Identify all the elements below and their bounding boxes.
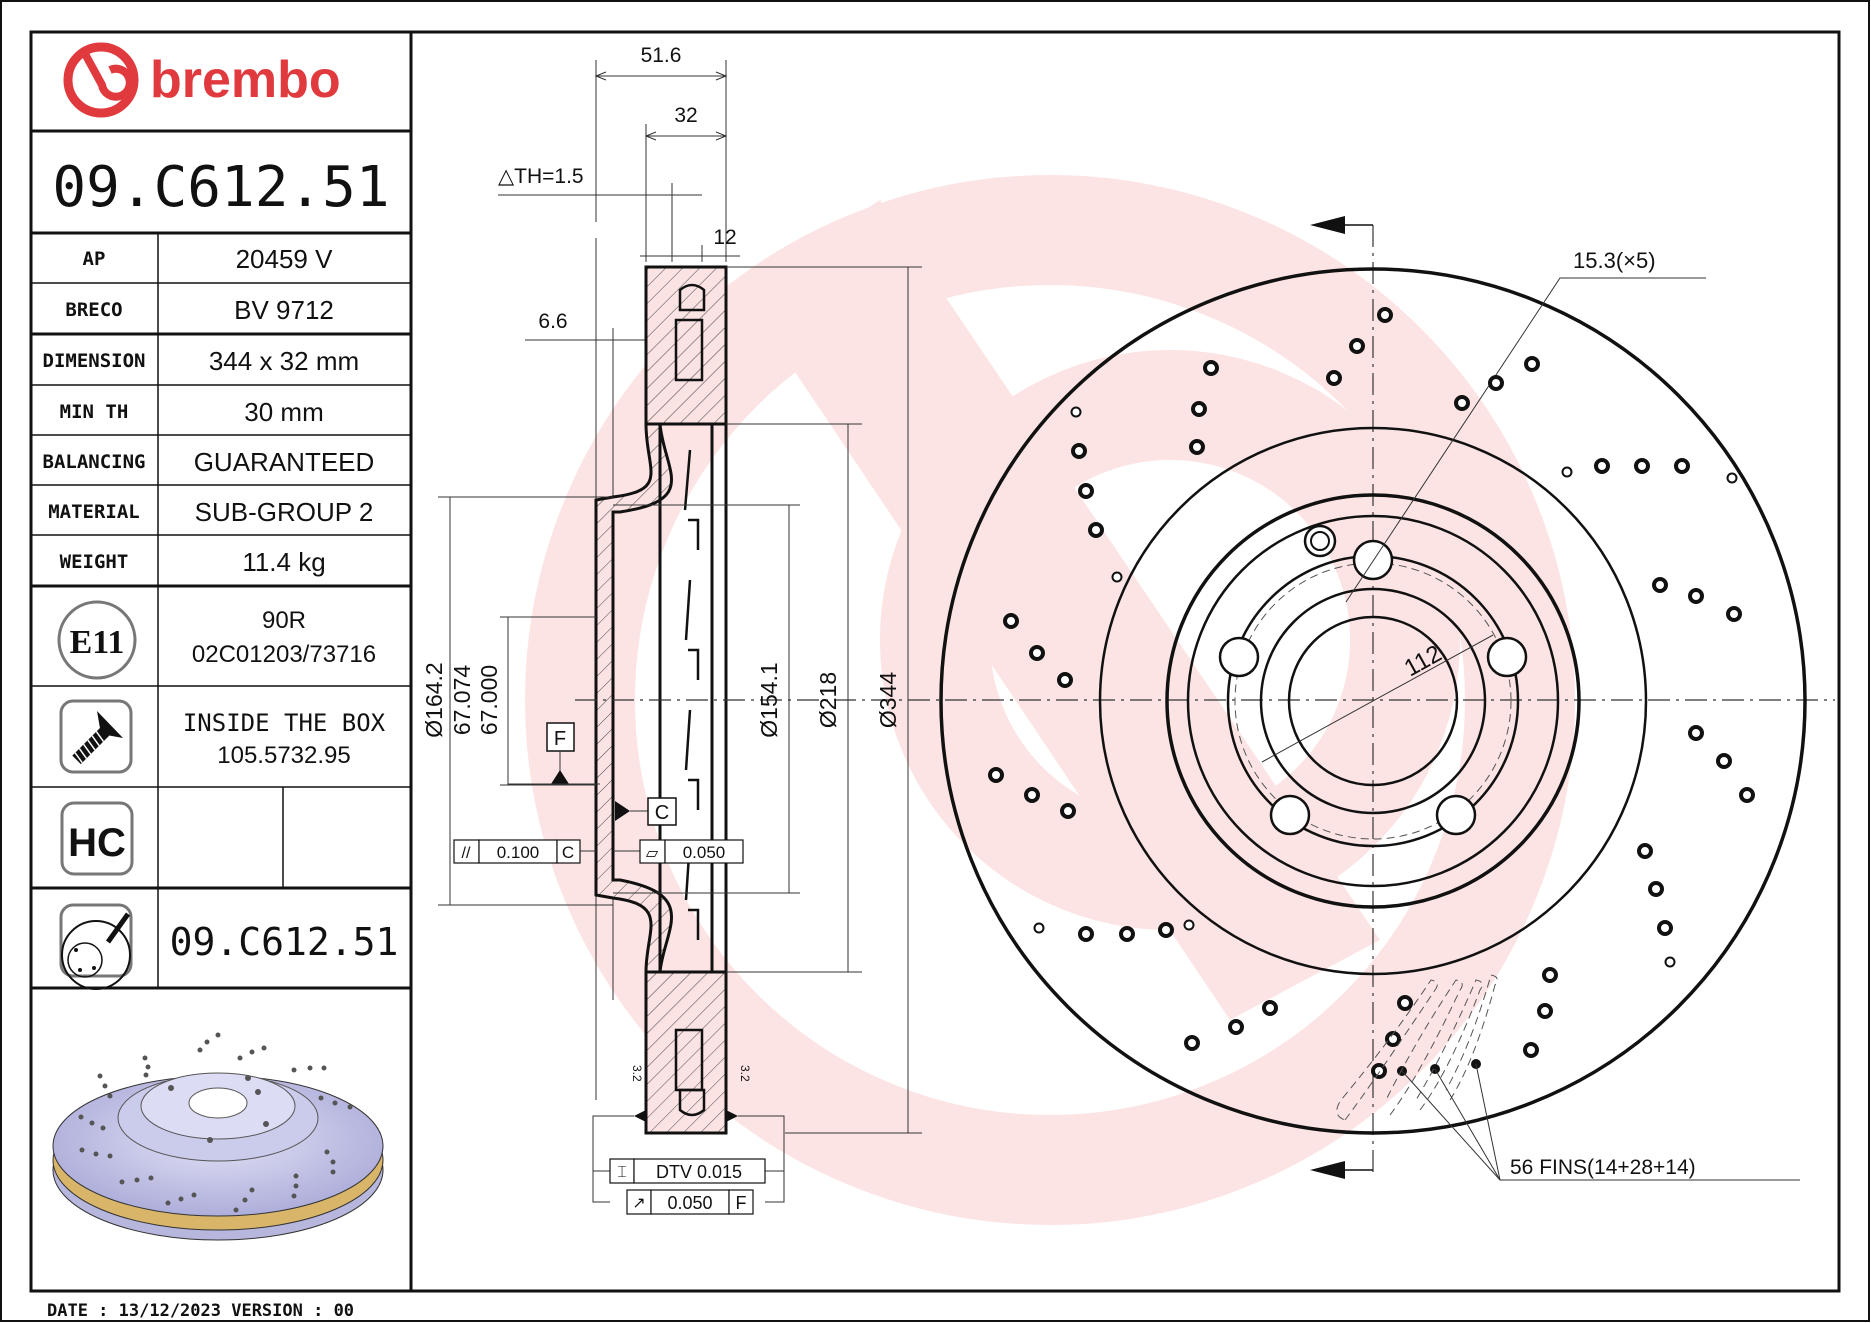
dim-diameter-218: Ø218: [815, 672, 841, 728]
dtv-tolerance-frame: ⌶ DTV 0.015: [609, 1158, 766, 1184]
spec-label-dimension: DIMENSION: [43, 350, 146, 372]
roughness-left: 3.2: [630, 1065, 644, 1082]
hidden-fins: [1336, 974, 1498, 1121]
svg-text:▱: ▱: [646, 845, 659, 862]
svg-text:F: F: [736, 1193, 747, 1213]
spec-values: 20459 V BV 9712 344 x 32 mm 30 mm GUARAN…: [194, 244, 375, 577]
front-view-disc: 112 15.3(×5): [939, 216, 1807, 1181]
dim-bore-lower: 67.000: [476, 665, 502, 735]
dim-vane-width: 12: [713, 226, 736, 249]
dim-delta-th: △TH=1.5: [498, 165, 584, 188]
svg-text://: //: [462, 845, 471, 862]
spec-label-breco: BRECO: [65, 299, 122, 321]
screws-note: INSIDE THE BOX: [183, 709, 386, 737]
svg-text:HC: HC: [68, 821, 126, 865]
spec-value-min-th: 30 mm: [244, 397, 323, 427]
bolt-hole-note: 15.3(×5): [1573, 248, 1656, 273]
dim-bore-upper: 67.074: [449, 665, 475, 736]
spec-label-ap: AP: [83, 248, 106, 270]
spec-label-balancing: BALANCING: [43, 451, 146, 473]
svg-text:0.050: 0.050: [683, 843, 726, 862]
svg-text:E11: E11: [70, 624, 125, 661]
datum-c-label: C: [655, 802, 669, 824]
spec-value-ap: 20459 V: [236, 244, 334, 274]
title-block: [31, 32, 413, 1291]
e11-approval-icon: E11: [57, 600, 137, 680]
flatness-tolerance-frame: ▱ 0.050: [613, 839, 744, 864]
spec-label-material: MATERIAL: [48, 501, 140, 523]
runout-tolerance-frame: ↗ 0.050 F: [626, 1189, 754, 1215]
roughness-right: 3.2: [738, 1065, 752, 1082]
parallelism-tolerance-frame: // 0.100 C: [453, 839, 596, 864]
spec-value-dimension: 344 x 32 mm: [209, 346, 359, 376]
part-number: 09.C612.51: [52, 155, 389, 220]
spec-label-min-th: MIN TH: [60, 401, 129, 423]
spec-value-material: SUB-GROUP 2: [195, 497, 374, 527]
cross-drilled-holes: [988, 307, 1755, 1079]
disc-marking-value: 09.C612.51: [170, 920, 399, 964]
homologation-number: 02C01203/73716: [192, 641, 376, 668]
screw-icon: [59, 699, 133, 774]
spec-table: AP BRECO DIMENSION MIN TH BALANCING MATE…: [43, 248, 146, 573]
dim-hat-thickness: 6.6: [538, 310, 567, 333]
bolt-holes: [1218, 524, 1528, 836]
brand-wordmark: brembo: [150, 51, 341, 109]
date-version-footer: DATE : 13/12/2023 VERSION : 00: [47, 1301, 354, 1321]
dim-overall-height: 51.6: [641, 44, 682, 67]
screws-part-number: 105.5732.95: [217, 742, 350, 769]
fins-note: 56 FINS(14+28+14): [1510, 1156, 1696, 1179]
cross-section-view: 51.6 32 △TH=1.5 12 6.6: [421, 44, 1835, 1215]
spec-label-weight: WEIGHT: [60, 551, 129, 573]
dim-diameter-344: Ø344: [875, 672, 901, 728]
svg-text:C: C: [562, 843, 574, 862]
disc-marking-icon: [59, 903, 133, 990]
isometric-disc-render: [52, 1032, 384, 1241]
svg-text:0.100: 0.100: [497, 843, 540, 862]
svg-text:⌶: ⌶: [617, 1164, 627, 1181]
hc-high-carbon-icon: HC: [60, 801, 134, 876]
spec-value-breco: BV 9712: [234, 295, 334, 325]
dim-diameter-164: Ø164.2: [421, 662, 447, 737]
svg-text:0.050: 0.050: [667, 1193, 712, 1213]
homologation-code: 90R: [262, 607, 306, 634]
inner-border: [29, 30, 1841, 1293]
dim-thickness: 32: [674, 104, 697, 127]
datum-f-label: F: [554, 728, 566, 750]
dim-diameter-154: Ø154.1: [756, 662, 782, 737]
spec-value-weight: 11.4 kg: [242, 547, 325, 577]
svg-text:↗: ↗: [632, 1195, 645, 1212]
spec-value-balancing: GUARANTEED: [194, 447, 375, 477]
brembo-logo: brembo: [63, 42, 341, 118]
svg-text:DTV 0.015: DTV 0.015: [656, 1162, 742, 1182]
